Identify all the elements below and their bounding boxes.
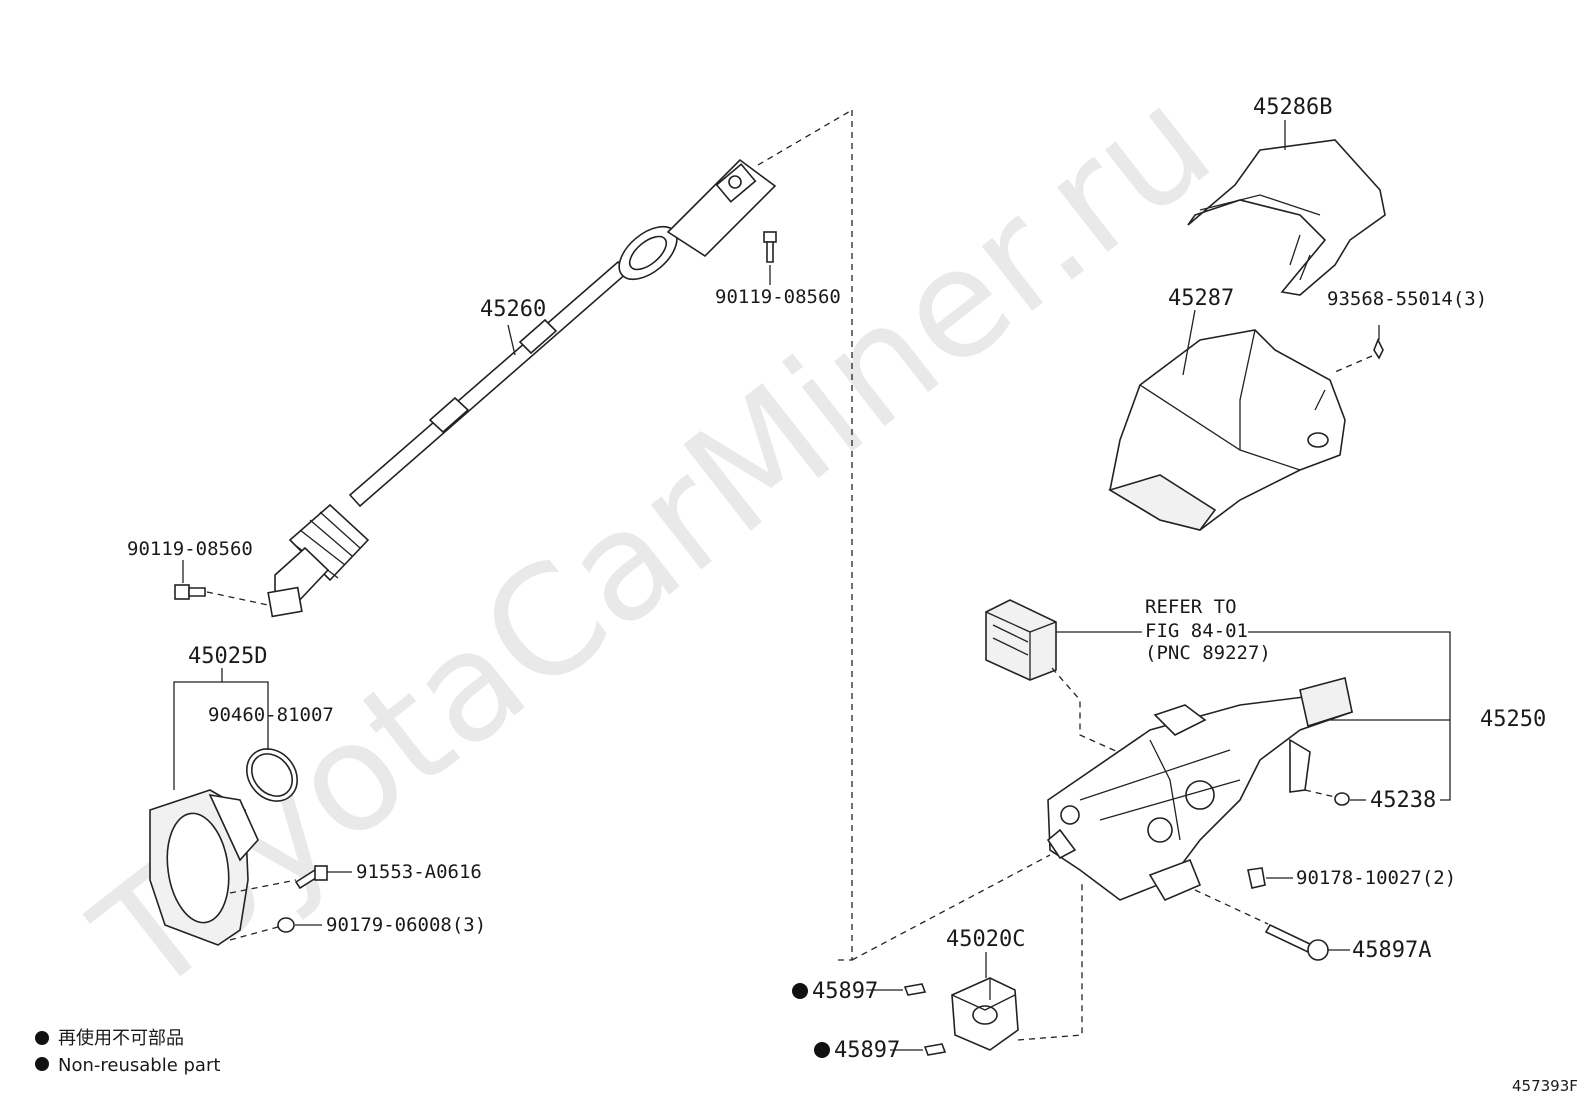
legend-text-en: Non-reusable part bbox=[58, 1055, 220, 1076]
label-45025D: 45025D bbox=[188, 644, 267, 669]
label-90119-08560-upper: 90119-08560 bbox=[715, 286, 841, 308]
bolt-90119-08560-lower[interactable] bbox=[174, 584, 206, 600]
intermediate-shaft-45260[interactable] bbox=[267, 158, 777, 618]
steering-column-lower-cover-45287[interactable] bbox=[1108, 329, 1346, 531]
label-90178-10027: 90178-10027(2) bbox=[1296, 867, 1456, 889]
label-45238: 45238 bbox=[1370, 788, 1436, 813]
label-45897A: 45897A bbox=[1352, 938, 1431, 963]
leader-bracket-45250 bbox=[1248, 631, 1451, 801]
steering-column-upper-cover-45286B[interactable] bbox=[1187, 139, 1386, 296]
bolt-45238[interactable] bbox=[1334, 792, 1350, 806]
label-refer-to: REFER TO bbox=[1145, 596, 1237, 618]
label-91553-A0616: 91553-A0616 bbox=[356, 861, 482, 883]
leader-90119-lower-dash bbox=[206, 591, 269, 606]
leader-ecu-dash bbox=[1051, 667, 1119, 753]
bolt-45897A[interactable] bbox=[1264, 923, 1329, 961]
leader-45238-dash bbox=[1304, 789, 1336, 798]
label-45020C: 45020C bbox=[946, 927, 1025, 952]
ecu-module-89227[interactable] bbox=[985, 599, 1057, 681]
nut-90179-06008[interactable] bbox=[277, 917, 295, 933]
label-93568-55014: 93568-55014(3) bbox=[1327, 288, 1487, 310]
screw-93568-55014[interactable] bbox=[1373, 325, 1384, 360]
center-dashed-to-column bbox=[851, 854, 1051, 961]
legend-dot-en bbox=[35, 1057, 49, 1071]
leader-90179-dash bbox=[229, 926, 279, 941]
leader-45897A-dash bbox=[1194, 889, 1269, 925]
bolt-90119-08560-upper[interactable] bbox=[763, 231, 777, 263]
legend-dot-jp bbox=[35, 1031, 49, 1045]
legend-text-jp: 再使用不可部品 bbox=[58, 1028, 184, 1049]
label-90119-08560-lower: 90119-08560 bbox=[127, 538, 253, 560]
label-45250: 45250 bbox=[1480, 707, 1546, 732]
non-reusable-marker-45897-lower bbox=[814, 1042, 830, 1058]
bolt-45897-lower[interactable] bbox=[923, 1043, 947, 1056]
label-refer-pnc: (PNC 89227) bbox=[1145, 642, 1271, 664]
steering-column-hole-cover-45025D[interactable] bbox=[149, 789, 259, 946]
figure-id: 457393F bbox=[1512, 1077, 1578, 1095]
leader-91553-dash bbox=[229, 879, 297, 894]
steering-lock-45020C[interactable] bbox=[951, 977, 1019, 1051]
steering-column-assy-45250[interactable] bbox=[1046, 677, 1353, 902]
label-90179-06008: 90179-06008(3) bbox=[326, 914, 486, 936]
leader-45025D bbox=[173, 668, 269, 790]
label-45286B: 45286B bbox=[1253, 95, 1332, 120]
clamp-90460-81007[interactable] bbox=[236, 739, 307, 811]
bolt-45897-upper[interactable] bbox=[903, 983, 927, 996]
label-refer-fig: FIG 84-01 bbox=[1145, 620, 1248, 642]
leader-45287 bbox=[1182, 309, 1196, 376]
label-90460-81007: 90460-81007 bbox=[208, 704, 334, 726]
non-reusable-marker-45897-upper bbox=[792, 983, 808, 999]
bolt-91553-A0616[interactable] bbox=[294, 865, 328, 890]
nut-90178-10027[interactable] bbox=[1247, 867, 1266, 889]
leader-93568-dash bbox=[1334, 355, 1373, 373]
label-45260: 45260 bbox=[480, 297, 546, 322]
label-45897-lower: 45897 bbox=[834, 1038, 900, 1063]
leader-45020C-dash bbox=[1017, 880, 1083, 1041]
label-45287: 45287 bbox=[1168, 286, 1234, 311]
leader-45260 bbox=[507, 324, 516, 356]
label-45897-upper: 45897 bbox=[812, 979, 878, 1004]
